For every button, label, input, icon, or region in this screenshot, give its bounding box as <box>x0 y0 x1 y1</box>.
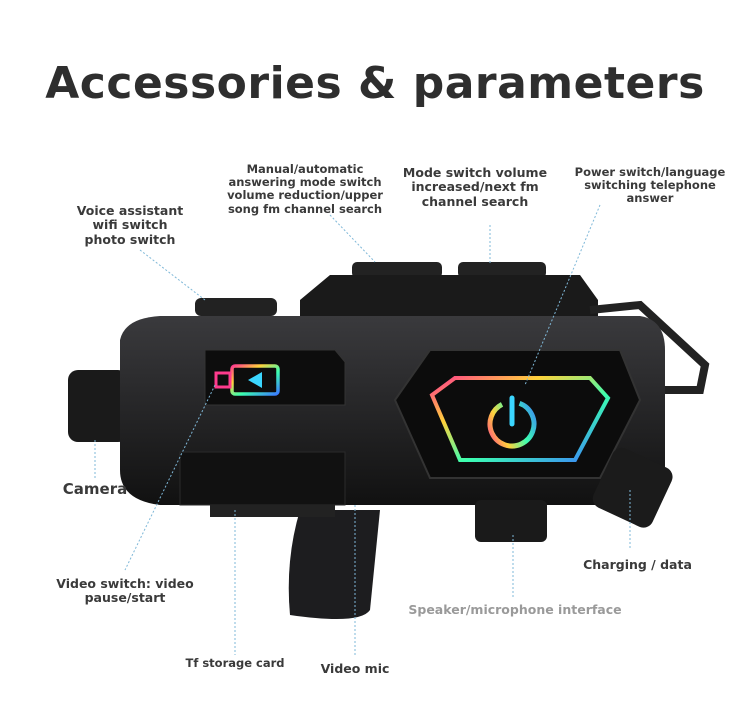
volume-up-button <box>458 262 546 278</box>
voice-button <box>195 298 277 316</box>
label-tf-card: Tf storage card <box>185 656 285 670</box>
volume-down-button <box>352 262 442 278</box>
page-title: Accessories & parameters <box>45 58 705 109</box>
leader-lines <box>94 204 631 655</box>
label-camera: Camera <box>62 480 128 498</box>
charging-port <box>592 447 673 528</box>
label-mode-switch: Mode switch volume increased/next fm cha… <box>402 165 548 209</box>
label-speaker-interface: Speaker/microphone interface <box>408 602 622 617</box>
label-video-mic: Video mic <box>320 661 390 676</box>
label-video-switch: Video switch: video pause/start <box>56 576 194 606</box>
camera-lens <box>68 370 128 442</box>
label-power-switch: Power switch/language switching telephon… <box>574 165 726 206</box>
speaker-port <box>475 500 547 542</box>
label-voice-assistant: Voice assistant wifi switch photo switch <box>76 203 184 247</box>
label-charging: Charging / data <box>583 557 692 572</box>
label-manual-answering: Manual/automatic answering mode switch v… <box>227 162 383 216</box>
tf-slot <box>210 505 335 517</box>
